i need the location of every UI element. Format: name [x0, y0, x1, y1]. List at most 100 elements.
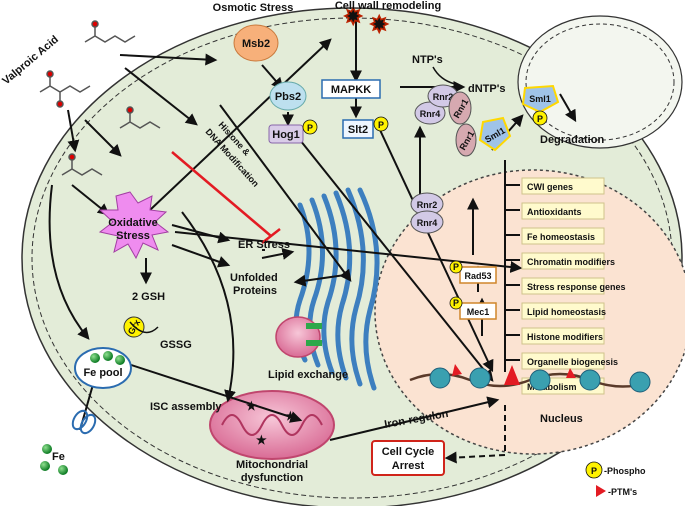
phospho-badge: P	[453, 262, 459, 272]
gene-box	[521, 202, 605, 220]
oxidative-label-line2: Stress	[116, 230, 150, 242]
gene-label: CWI genes	[527, 182, 573, 192]
iron-ion-icon	[103, 351, 113, 361]
rad53-node	[459, 266, 497, 284]
phospho-icon	[532, 110, 548, 126]
rad53-label: Rad53	[464, 271, 491, 281]
osmotic-stress-label: Osmotic Stress	[213, 2, 294, 14]
phospho-icon	[302, 119, 318, 135]
lipid-exchange-label: Lipid exchange	[268, 369, 348, 381]
iron-transporter-icon	[71, 409, 97, 435]
slt2-node	[342, 119, 374, 139]
iron-ion-icon	[40, 461, 50, 471]
nucleus-label: Nucleus	[540, 413, 583, 425]
gene-box	[521, 177, 605, 195]
cell-cycle-label-line2: Arrest	[392, 460, 425, 472]
inhibition-line	[171, 151, 272, 237]
pbs2-label: Pbs2	[275, 91, 301, 103]
nucleosome-icon	[429, 367, 651, 393]
oxidative-label-line1: Oxidative	[108, 217, 158, 229]
ptm-marker-icon	[566, 368, 576, 378]
gene-box	[521, 252, 605, 270]
degradation-label: Degradation	[540, 134, 604, 146]
ptm-marker-icon	[504, 365, 520, 385]
phospho-icon	[449, 260, 463, 274]
cell-wall-label: Cell wall remodeling	[335, 0, 441, 12]
phospho-badge: P	[378, 120, 384, 130]
cell-cycle-label-line1: Cell Cycle	[382, 446, 435, 458]
er-stress-label: ER Stress	[238, 239, 290, 251]
ptm-marker-icon	[452, 364, 462, 376]
iron-ion-icon	[115, 355, 125, 365]
legend-phospho-icon	[585, 461, 603, 479]
msb2-label: Msb2	[242, 38, 270, 50]
inhibition-bar	[261, 228, 281, 244]
contact-site-icon	[306, 340, 322, 346]
gssg-label: GSSG	[160, 339, 192, 351]
gene-label: Chromatin modifiers	[527, 257, 615, 267]
isc-assembly-label: ISC assembly	[150, 401, 222, 413]
vacuole-inner	[525, 23, 675, 141]
mito-star-icon: ★	[246, 399, 257, 413]
phospho-badge: P	[537, 114, 543, 124]
valproic-acid-label: Valproic Acid	[0, 34, 61, 88]
pbs2-node	[269, 81, 307, 111]
gene-box	[521, 302, 605, 320]
mitochondrial-cristae	[221, 414, 323, 436]
gene-label: Lipid homeostasis	[527, 307, 606, 317]
gene-box	[521, 227, 605, 245]
gene-label: Organelle biogenesis	[527, 357, 618, 367]
sml1-right-label: Sml1	[529, 94, 551, 104]
phospho-badge: P	[453, 298, 459, 308]
mitochondrion	[209, 390, 335, 460]
unfolded-label-line1: Unfolded	[230, 272, 278, 284]
fe-pool-label: Fe pool	[83, 367, 122, 379]
gene-label: Fe homeostasis	[527, 232, 595, 242]
valproic-acid-molecule-icon	[84, 20, 136, 43]
phospho-badge: P	[307, 123, 313, 133]
fe-label: Fe	[52, 451, 65, 463]
gene-label: Stress response genes	[527, 282, 626, 292]
rnr2-nuc-label: Rnr2	[417, 200, 438, 210]
rnr1-mid-node	[455, 123, 477, 157]
slt2-label: Slt2	[348, 124, 368, 136]
mito-label-line1: Mitochondrial	[236, 459, 308, 471]
oxidative-stress-burst	[98, 191, 170, 260]
gene-label: Antioxidants	[527, 207, 582, 217]
gene-box	[521, 352, 605, 370]
ntp-arrow	[432, 66, 456, 85]
sml1-right-node	[521, 84, 560, 114]
pathway-arrows	[48, 14, 577, 464]
ntps-label: NTP's	[412, 54, 443, 66]
mec1-node	[459, 302, 497, 320]
valproic-acid-molecule-icon	[39, 70, 91, 108]
gene-label: Histone modifiers	[527, 332, 603, 342]
unfolded-label-line2: Proteins	[233, 285, 277, 297]
cell-wall-damage-icon: ✸	[343, 4, 363, 29]
dntps-label: dNTP's	[468, 83, 505, 95]
phospho-icon	[449, 296, 463, 310]
rnr1-top-node	[448, 91, 472, 125]
iron-ion-icon	[42, 444, 52, 454]
mapkk-node	[321, 79, 381, 99]
hog1-node	[268, 124, 304, 144]
iron-ion-icon	[58, 465, 68, 475]
iron-ion-icon	[90, 353, 100, 363]
mito-star-icon: ★	[256, 433, 267, 447]
sml1-left-node	[478, 116, 512, 152]
grx-cycle-arrow	[129, 321, 159, 334]
contact-site-icon	[306, 323, 322, 329]
valproic-acid-molecule-icon	[119, 106, 161, 129]
valproic-acid-molecule-icon	[61, 153, 103, 176]
phospho-icon	[373, 116, 389, 132]
rnr4-top-label: Rnr4	[420, 109, 441, 119]
rnr4-nuc-label: Rnr4	[417, 218, 438, 228]
rnr4-nuc-node	[410, 210, 444, 234]
cell-wall-damage-icon: ✸	[369, 12, 389, 37]
gene-box	[521, 327, 605, 345]
gene-label: Metabolism	[527, 382, 577, 392]
cell-cycle-arrest-box	[371, 440, 445, 476]
mec1-label: Mec1	[467, 307, 490, 317]
